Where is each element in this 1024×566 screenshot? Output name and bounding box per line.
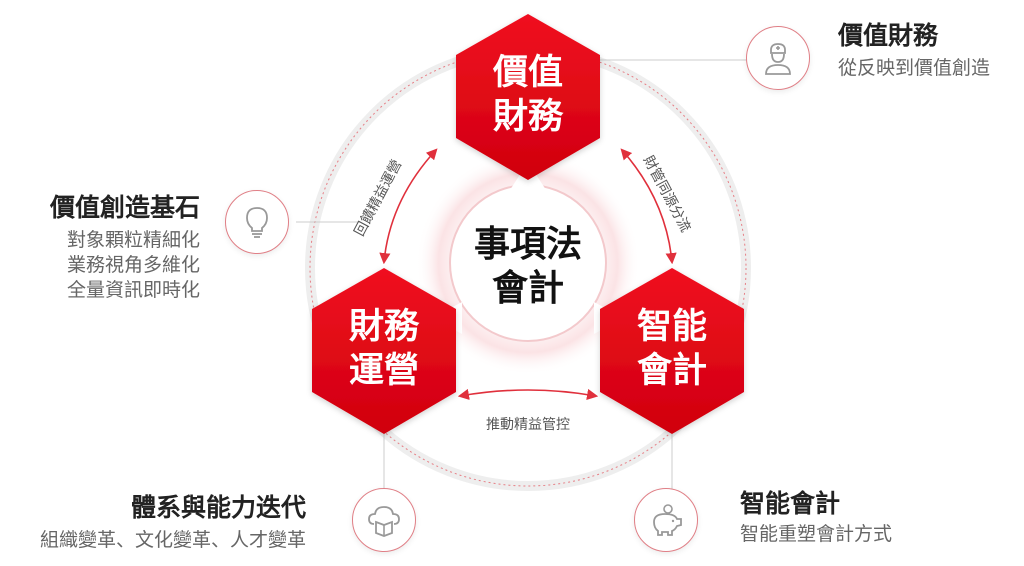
hexagon-top-line2: 財務 [493,97,564,137]
icon-circle-left [225,190,289,254]
hexagon-top-line1: 價值 [492,53,563,93]
panel-bottom-right-line1: 智能重塑會計方式 [740,523,893,545]
hexagon-left-line2: 運營 [349,351,419,391]
panel-left-line2: 業務視角多維化 [66,254,200,276]
hexagon-right-line1: 智能 [637,307,707,347]
lightbulb-icon [246,207,268,238]
panel-bottom-right-title: 智能會計 [740,489,841,518]
panel-left-line3: 全量資訊即時化 [66,279,200,301]
panel-bottom-left-title: 體系與能力迭代 [130,493,306,522]
arrow-bottom [457,388,599,400]
icon-circle-bottom-right [634,488,698,552]
center-line2: 會計 [492,268,564,309]
arrow-bottom-label: 推動精益管控 [486,417,570,433]
panel-top-right-title: 價值財務 [838,21,939,50]
panel-left-title: 價值創造基石 [49,193,200,222]
doctor-user-icon [765,43,791,75]
icon-circle-top-right [746,26,810,90]
panel-bottom-left-line1: 組織變革、文化變革、人才變革 [39,529,306,551]
arrow-right-label: 財管同源分流 [640,153,694,235]
panel-left-line1: 對象顆粒精細化 [66,229,200,251]
arrow-left-label: 回饋精益運營 [351,157,405,239]
panel-top-right-line1: 從反映到價值創造 [838,57,991,79]
arrow-right [620,148,677,265]
hexagon-right-line2: 會計 [637,351,707,391]
hexagon-top[interactable] [456,14,600,180]
hexagon-left-line1: 財務 [349,307,420,347]
icon-circle-bottom-left [352,488,416,552]
piggy-bank-icon [653,504,682,536]
arrow-left [379,148,438,265]
center-line1: 事項法 [474,224,582,265]
cloud-book-icon [368,506,400,537]
hexagon-right[interactable] [600,268,744,434]
hexagon-left[interactable] [312,268,456,434]
